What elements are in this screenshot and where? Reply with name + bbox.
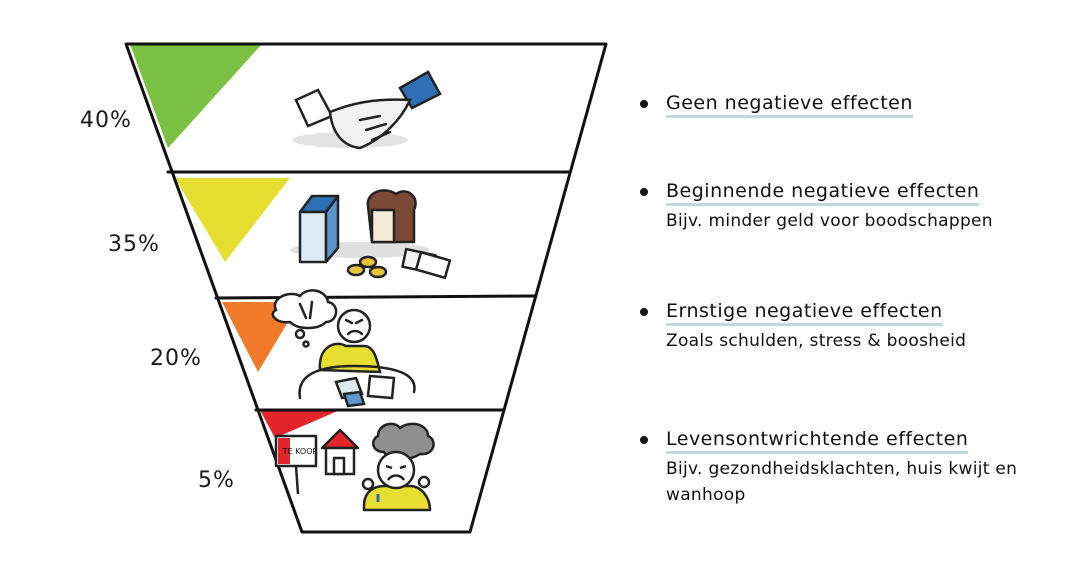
funnel-divider-2: [214, 294, 538, 300]
tier-4-detail: Bijv. gezondheidsklachten, huis kwijt en…: [666, 459, 1018, 505]
tier-2-detail: Bijv. minder geld voor boodschappen: [666, 211, 993, 231]
funnel-outline: [124, 42, 608, 534]
tier-3-heading: Ernstige negatieve effecten: [666, 300, 943, 326]
stressed-person-icon: [271, 289, 416, 408]
tier-4-percentage: 5%: [198, 468, 235, 493]
tier-3-detail: Zoals schulden, stress & boosheid: [666, 331, 967, 351]
tier-4-description: Levensontwrichtende effecten Bijv. gezon…: [640, 428, 1060, 508]
tier-3-description: Ernstige negatieve effecten Zoals schuld…: [640, 300, 966, 354]
tier-4-color-wedge: [260, 410, 340, 438]
groceries-icon: [290, 189, 452, 280]
tier-1-description: Geen negatieve effecten: [640, 92, 913, 118]
tier-3-percentage: 20%: [150, 346, 202, 371]
house-for-sale-icon: TE KOOP: [274, 422, 435, 512]
tier-2-percentage: 35%: [108, 232, 160, 257]
bullet-dot: [640, 100, 648, 108]
tier-2-color-wedge: [175, 178, 290, 262]
tier-2-heading: Beginnende negatieve effecten: [666, 180, 980, 206]
tier-4-heading: Levensontwrichtende effecten: [666, 428, 969, 454]
tier-2-description: Beginnende negatieve effecten Bijv. mind…: [640, 180, 993, 234]
for-sale-sign-text: TE KOOP: [282, 447, 318, 456]
bullet-dot: [640, 436, 648, 444]
tier-1-heading: Geen negatieve effecten: [666, 92, 913, 118]
bullet-dot: [640, 308, 648, 316]
bullet-dot: [640, 188, 648, 196]
tier-1-percentage: 40%: [80, 108, 132, 133]
handshake-icon: [292, 70, 442, 150]
tier-1-color-wedge: [130, 44, 262, 148]
